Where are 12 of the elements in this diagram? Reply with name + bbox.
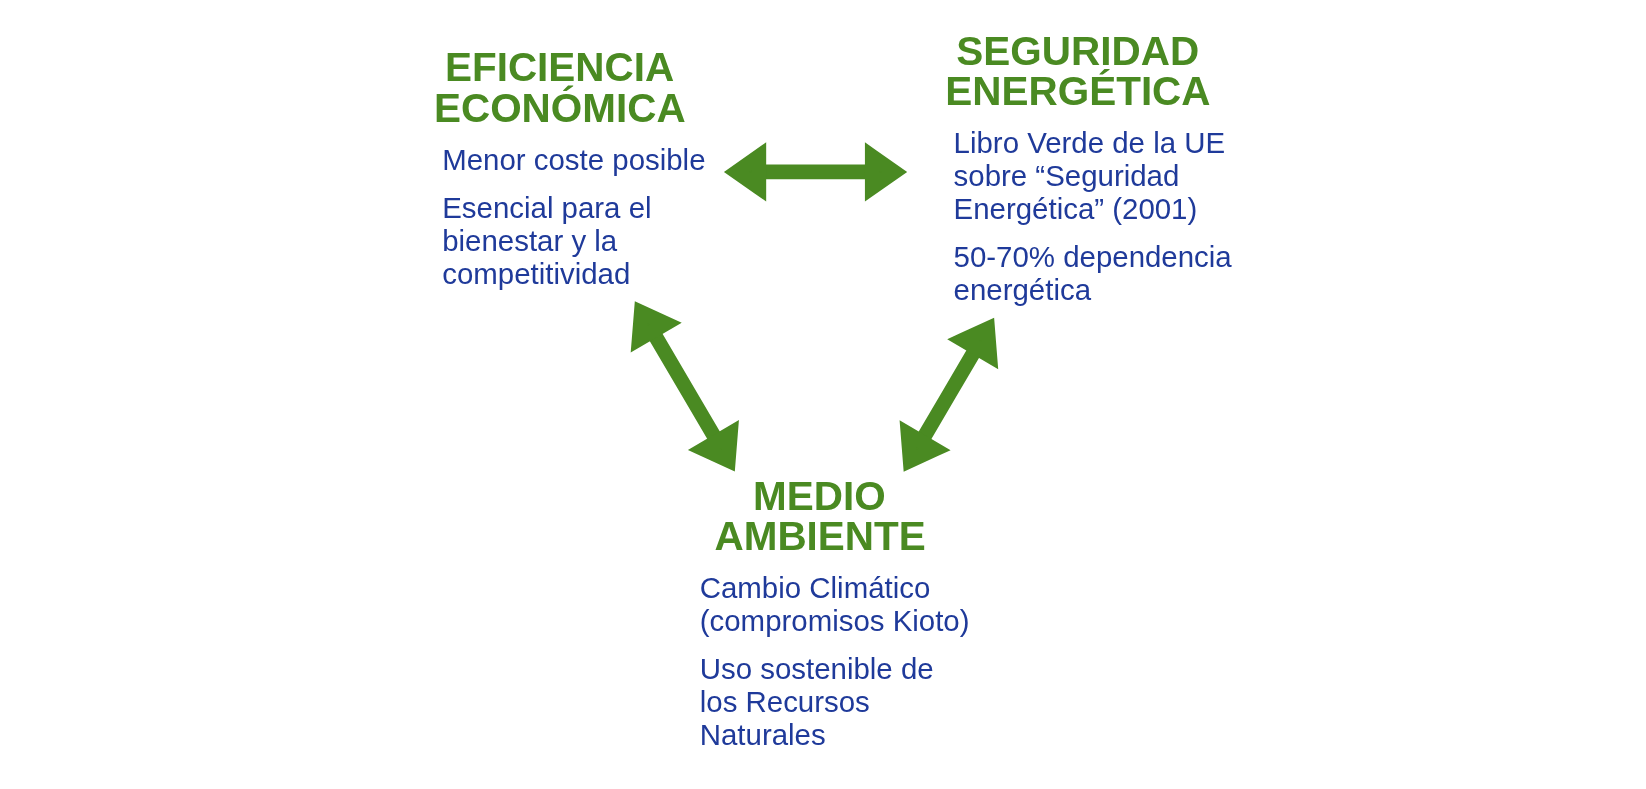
node-text: EFICIENCIA ECONÓMICA (433, 44, 686, 131)
node-label: 50-70% dependencia energética (953, 240, 1232, 307)
node-label: Menor coste posible (442, 142, 706, 176)
arrow (630, 301, 739, 472)
node-label: Libro Verde de la UE sobre “Seguridad Energética” (2001) (953, 126, 1226, 226)
arrow (899, 317, 999, 472)
node-label: Uso sostenible de los Recursos Naturales (699, 652, 934, 752)
node-label: Esencial para el bienestar y la competitividad (442, 190, 652, 290)
node-label: Cambio Climático (compromisos Kioto) (699, 571, 970, 638)
node-text: SEGURIDAD ENERGÉTICA (945, 27, 1211, 114)
arrow (723, 142, 908, 202)
node-text: MEDIO AMBIENTE (714, 472, 926, 560)
